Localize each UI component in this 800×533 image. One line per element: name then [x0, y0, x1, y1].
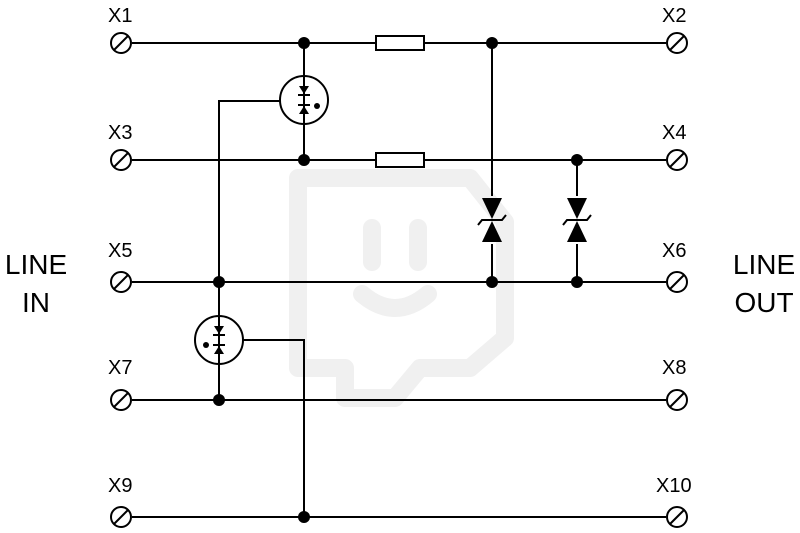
terminal-x7-icon: [110, 389, 132, 411]
terminal-x6-icon: [666, 271, 688, 293]
junction-dot: [486, 276, 498, 288]
terminal-x1-icon: [110, 32, 132, 54]
terminal-label-x6: X6: [662, 240, 686, 262]
junction-dot: [298, 154, 310, 166]
line-out-label-1: LINE: [733, 249, 795, 280]
line-out-label-2: OUT: [734, 287, 793, 318]
junction-dot: [298, 37, 310, 49]
terminal-label-x7: X7: [108, 357, 132, 379]
terminal-label-x4: X4: [662, 122, 686, 144]
tvs-diode-1: [477, 198, 507, 242]
terminal-x8-icon: [666, 389, 688, 411]
tvs-diode-2: [562, 198, 592, 242]
terminal-label-x8: X8: [662, 357, 686, 379]
junction-dot: [486, 37, 498, 49]
terminal-label-x10: X10: [656, 475, 692, 497]
junction-dot: [213, 276, 225, 288]
wires: [132, 42, 666, 518]
terminal-label-x3: X3: [108, 122, 132, 144]
terminal-x4-icon: [666, 149, 688, 171]
terminal-x5-icon: [110, 271, 132, 293]
terminal-label-x1: X1: [108, 5, 132, 27]
terminal-x9-icon: [110, 506, 132, 528]
plug-logo-icon: [289, 169, 514, 407]
junction-dot: [571, 154, 583, 166]
resistor-2: [375, 152, 425, 168]
terminal-x2-icon: [666, 32, 688, 54]
terminal-x10-icon: [666, 506, 688, 528]
line-in-label-2: IN: [22, 287, 50, 318]
gas-discharge-tube-1: [279, 75, 329, 125]
terminal-x3-icon: [110, 149, 132, 171]
terminal-label-x9: X9: [108, 475, 132, 497]
gas-discharge-tube-2: [194, 315, 244, 365]
junction-dot: [213, 394, 225, 406]
line-in-label-1: LINE: [5, 249, 67, 280]
resistor-1: [375, 35, 425, 51]
terminal-label-x5: X5: [108, 240, 132, 262]
junction-dot: [571, 276, 583, 288]
junction-dot: [298, 511, 310, 523]
junction-dots: [213, 37, 583, 523]
terminal-label-x2: X2: [662, 5, 686, 27]
